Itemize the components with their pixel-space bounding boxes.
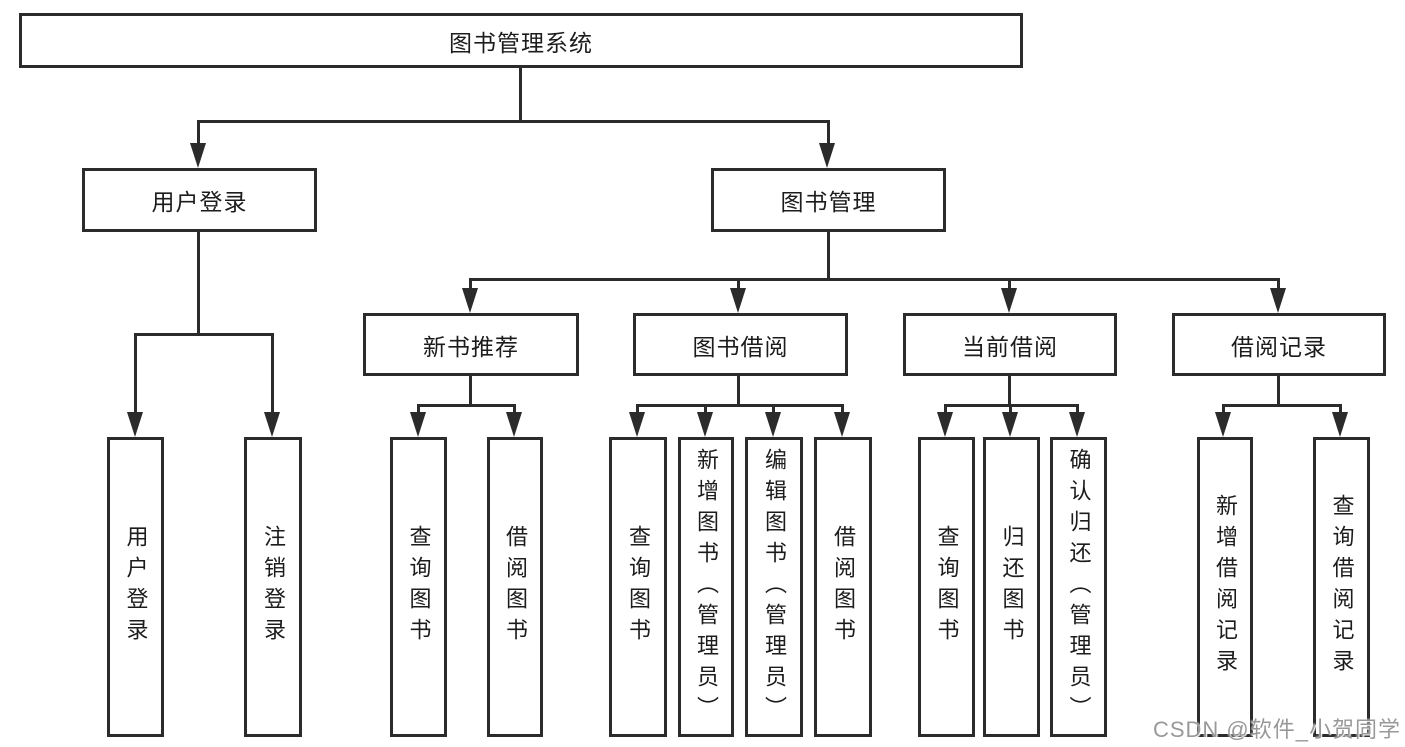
arrow-down-icon [937,412,953,437]
watermark: CSDN @软件_小贺同学 [1152,717,1401,742]
connector-line [1277,278,1280,290]
connector-line [1277,376,1280,407]
node-user-login: 用户登录 [82,168,317,232]
connector-line [1008,376,1011,407]
leaf-records-add-borrow-record: 新增借阅记录 [1197,437,1253,737]
connector-line [197,120,200,146]
connector-line [841,404,844,414]
connector-line [469,278,1279,281]
arrow-down-icon [410,412,426,437]
connector-line [1076,404,1079,414]
connector-line [271,333,274,413]
connector-line [469,376,472,407]
connector-line [636,404,843,407]
arrow-down-icon [462,288,478,313]
connector-line [827,232,830,278]
connector-line [469,278,472,290]
connector-line [197,232,200,336]
leaf-borrowing-borrow-books: 借阅图书 [814,437,872,737]
connector-line [197,120,830,123]
connector-line [1339,404,1342,414]
node-current-borrowing: 当前借阅 [903,313,1117,376]
connector-line [772,404,775,414]
connector-line [519,68,522,120]
leaf-current-confirm-return-admin: 确认归还（管理员） [1050,437,1107,737]
leaf-records-query-borrow-record: 查询借阅记录 [1313,437,1370,737]
leaf-newbooks-borrow-books: 借阅图书 [487,437,543,737]
node-root-library-management-system: 图书管理系统 [19,13,1023,68]
connector-line [134,333,274,336]
leaf-user-login: 用户登录 [107,437,164,737]
arrow-down-icon [264,412,280,437]
node-borrowing-records: 借阅记录 [1172,313,1386,376]
node-new-book-recommendation: 新书推荐 [363,313,579,376]
connector-line [704,404,707,414]
leaf-borrowing-query-books: 查询图书 [609,437,667,737]
connector-line [827,120,830,146]
connector-line [1009,404,1012,414]
leaf-current-query-books: 查询图书 [918,437,975,737]
connector-line [1222,404,1225,414]
connector-line [134,333,137,413]
leaf-borrowing-add-books-admin: 新增图书（管理员） [678,437,734,737]
arrow-down-icon [819,143,835,168]
arrow-down-icon [1270,288,1286,313]
connector-line [944,404,947,414]
leaf-borrowing-edit-books-admin: 编辑图书（管理员） [745,437,803,737]
arrow-down-icon [629,412,645,437]
connector-line [737,376,740,407]
arrow-down-icon [1002,412,1018,437]
arrow-down-icon [1332,412,1348,437]
connector-line [737,278,740,290]
leaf-current-return-books: 归还图书 [983,437,1040,737]
arrow-down-icon [834,412,850,437]
leaf-newbooks-query-books: 查询图书 [390,437,447,737]
connector-line [417,404,420,414]
connector-line [417,404,516,407]
arrow-down-icon [730,288,746,313]
arrow-down-icon [127,412,143,437]
node-book-management: 图书管理 [711,168,946,232]
node-book-borrowing: 图书借阅 [633,313,848,376]
arrow-down-icon [506,412,522,437]
connector-line [513,404,516,414]
connector-line [1222,404,1342,407]
arrow-down-icon [697,412,713,437]
arrow-down-icon [1069,412,1085,437]
connector-line [636,404,639,414]
connector-line [1008,278,1011,290]
leaf-logout: 注销登录 [244,437,302,737]
arrow-down-icon [1001,288,1017,313]
arrow-down-icon [1215,412,1231,437]
arrow-down-icon [190,143,206,168]
arrow-down-icon [765,412,781,437]
